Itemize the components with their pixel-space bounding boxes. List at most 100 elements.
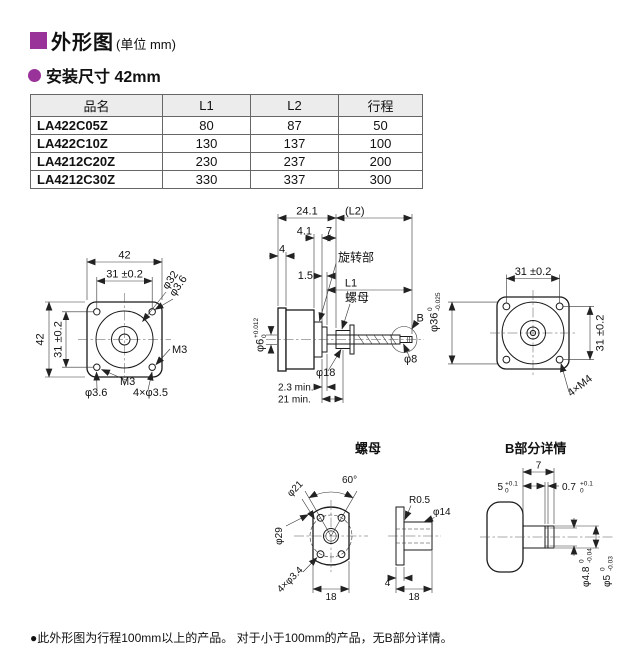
page-title: 外形图 — [51, 32, 114, 54]
dim-front-width: 42 — [118, 250, 130, 262]
cell-model: LA422C10Z — [30, 134, 163, 153]
cell-l2: 87 — [250, 116, 339, 135]
dim-phi21-value: φ21 — [285, 479, 306, 500]
dim-4-1: 4.1 — [297, 226, 312, 238]
dim-phi4-8-tol-top: 0 — [579, 559, 586, 563]
nut-detail-title: 螺母 — [355, 441, 381, 456]
dim-nut-width: 18 — [325, 592, 337, 603]
dim-nut-length: 18 — [408, 592, 420, 603]
detail-drawings: 螺母 60° φ21 φ29 — [274, 441, 615, 603]
cell-stroke: 300 — [338, 170, 423, 189]
dim-4: 4 — [279, 244, 285, 256]
dim-front-height-inner: 31 ±0.2 — [53, 321, 65, 358]
dim-b-0-7: 0.7 — [562, 482, 576, 493]
dim-b-0-7-tol-top: +0.1 — [580, 481, 593, 488]
dim-phi29: φ29 — [274, 527, 285, 545]
nut-detail: 螺母 60° φ21 φ29 — [274, 441, 451, 603]
dim-4x-phi3-4: 4×φ3.4 — [275, 565, 306, 596]
dim-phi36: φ36 0 -0.025 — [427, 292, 442, 332]
dim-phi6-tol-bot: 0 — [261, 334, 268, 338]
table-row: LA4212C30Z 330 337 300 — [30, 170, 423, 189]
side-view-dimensions: 24.1 (L2) 4.1 7 4 1.5 L1 旋转 — [253, 206, 531, 406]
side-view: 24.1 (L2) 4.1 7 4 1.5 L1 旋转 — [253, 206, 531, 406]
label-nut: 螺母 — [345, 291, 369, 305]
dim-phi8: φ8 — [404, 354, 417, 366]
footnote: ●此外形图为行程100mm以上的产品。 对于小于100mm的产品，无B部分详情。 — [30, 631, 453, 645]
page-header: 外形图 (单位 mm) — [30, 26, 176, 55]
dim-rear-height: 31 ±0.2 — [595, 315, 607, 352]
b-section-detail: B部分详情 7 5 +0.1 0 0.7 +0.1 — [480, 441, 615, 587]
label-b: B — [417, 313, 424, 325]
front-view: 42 31 ±0.2 42 31 ±0.2 φ32 φ3.6 M3 — [35, 250, 190, 400]
dim-4x-phi3-4-value: 4×φ3.4 — [275, 565, 306, 596]
dim-phi14: φ14 — [433, 507, 451, 518]
dim-phi6-value: φ6 — [255, 339, 267, 352]
cell-l1: 330 — [162, 170, 251, 189]
cell-l1: 230 — [162, 152, 251, 171]
cell-l1: 130 — [162, 134, 251, 153]
dim-r0-5: R0.5 — [409, 495, 431, 506]
dim-21-min: 21 min. — [278, 395, 311, 406]
cell-model: LA4212C20Z — [30, 152, 163, 171]
dim-phi6: φ6 +0.012 0 — [253, 318, 268, 352]
cell-l2: 237 — [250, 152, 339, 171]
label-rotating-part: 旋转部 — [338, 250, 374, 265]
dim-phi4-8-value: φ4.8 — [581, 566, 592, 587]
cell-l1: 80 — [162, 116, 251, 135]
dim-phi21: φ21 — [285, 479, 306, 500]
dim-rear-width: 31 ±0.2 — [515, 266, 552, 278]
spec-table: 品名 L1 L2 行程 LA422C05Z 80 87 50 LA422C10Z… — [30, 94, 423, 189]
dim-phi36-value: φ36 — [429, 313, 441, 332]
dim-1-5: 1.5 — [298, 270, 313, 282]
cell-stroke: 100 — [338, 134, 423, 153]
dim-front-width-inner: 31 ±0.2 — [106, 269, 143, 281]
dim-b-5-tol-bot: 0 — [505, 488, 509, 495]
dim-60deg: 60° — [342, 475, 357, 486]
dim-l1: L1 — [345, 278, 357, 290]
dim-l2: (L2) — [345, 206, 365, 218]
dim-4x-m4: 4×M4 — [565, 373, 594, 400]
dim-7: 7 — [326, 226, 332, 238]
rear-view: 31 ±0.2 31 ±0.2 4×M4 — [490, 266, 607, 399]
front-view-dimensions: 42 31 ±0.2 42 31 ±0.2 φ32 φ3.6 M3 — [35, 250, 190, 400]
dim-phi5-tol-bot: -0.03 — [608, 556, 615, 571]
dim-m3-bottom: M3 — [120, 376, 135, 388]
col-header-l2: L2 — [250, 94, 339, 117]
dim-phi5: φ5 0 -0.03 — [600, 556, 615, 587]
dim-front-height: 42 — [35, 333, 47, 345]
dim-phi6-tol-top: +0.012 — [253, 318, 260, 338]
dim-24-1: 24.1 — [296, 206, 317, 218]
dim-nut-thickness: 4 — [385, 578, 391, 589]
cell-stroke: 200 — [338, 152, 423, 171]
section-square-icon — [30, 32, 47, 49]
table-header-row: 品名 L1 L2 行程 — [30, 94, 423, 117]
unit-note: (单位 mm) — [116, 37, 176, 52]
dim-b-5: 5 — [497, 482, 503, 493]
cell-model: LA422C05Z — [30, 116, 163, 135]
dim-b-7: 7 — [536, 461, 542, 472]
dim-m3-right: M3 — [172, 344, 187, 356]
col-header-stroke: 行程 — [338, 94, 423, 117]
dim-phi4-8: φ4.8 0 -0.04 — [579, 548, 594, 587]
dim-phi36-tol-bot: -0.025 — [435, 292, 442, 311]
dim-phi5-value: φ5 — [602, 575, 613, 587]
dim-2-3-min: 2.3 min. — [278, 383, 314, 394]
table-row: LA4212C20Z 230 237 200 — [30, 152, 423, 171]
mount-size-heading: 安装尺寸 42mm — [28, 63, 161, 87]
cell-model: LA4212C30Z — [30, 170, 163, 189]
dim-phi18: φ18 — [316, 367, 335, 379]
col-header-l1: L1 — [162, 94, 251, 117]
col-header-name: 品名 — [30, 94, 163, 117]
dim-phi4-8-tol-bot: -0.04 — [587, 548, 594, 563]
cell-l2: 137 — [250, 134, 339, 153]
cell-stroke: 50 — [338, 116, 423, 135]
table-row: LA422C10Z 130 137 100 — [30, 134, 423, 153]
main-drawing: 42 31 ±0.2 42 31 ±0.2 φ32 φ3.6 M3 — [35, 206, 607, 406]
b-detail-dimensions: 7 5 +0.1 0 0.7 +0.1 0 φ4.8 0 -0.04 — [497, 461, 614, 588]
mount-size-label: 安装尺寸 42mm — [46, 69, 161, 86]
cell-l2: 337 — [250, 170, 339, 189]
table-row: LA422C05Z 80 87 50 — [30, 116, 423, 135]
dim-phi36-tol-top: 0 — [427, 307, 434, 311]
dim-4x-m4-value: 4×M4 — [565, 373, 594, 400]
